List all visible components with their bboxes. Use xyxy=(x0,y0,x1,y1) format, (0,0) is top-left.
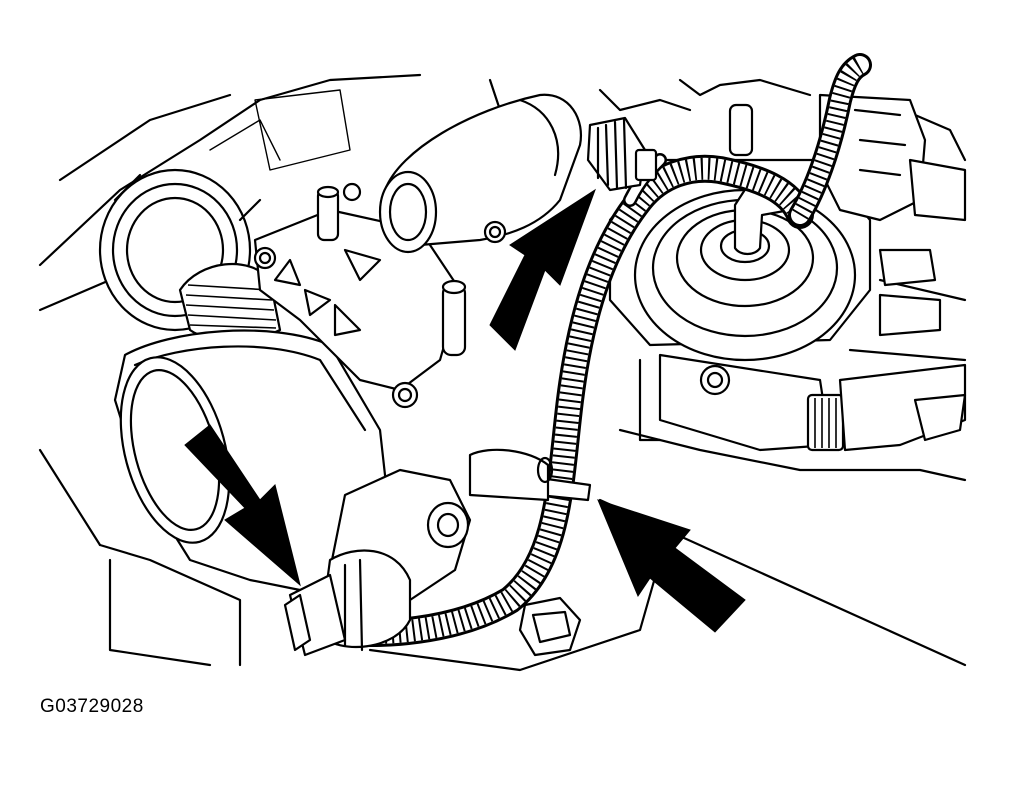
studs xyxy=(316,103,754,357)
arrow-up-center xyxy=(489,188,596,351)
egr-tube xyxy=(638,353,967,452)
water-outlet-housing xyxy=(113,329,392,592)
arrow-up-left-lower xyxy=(597,499,746,633)
arrow-down-left xyxy=(184,424,301,587)
upper-hose-elbow xyxy=(378,93,583,254)
sensor-connector xyxy=(283,468,472,657)
mounting-bracket xyxy=(253,208,462,409)
harness-connector-top xyxy=(586,116,658,192)
wire-harness xyxy=(301,53,872,647)
harness-clip xyxy=(468,448,592,502)
bottom-bolt xyxy=(518,596,582,657)
figure-code: G03729028 xyxy=(40,696,144,717)
